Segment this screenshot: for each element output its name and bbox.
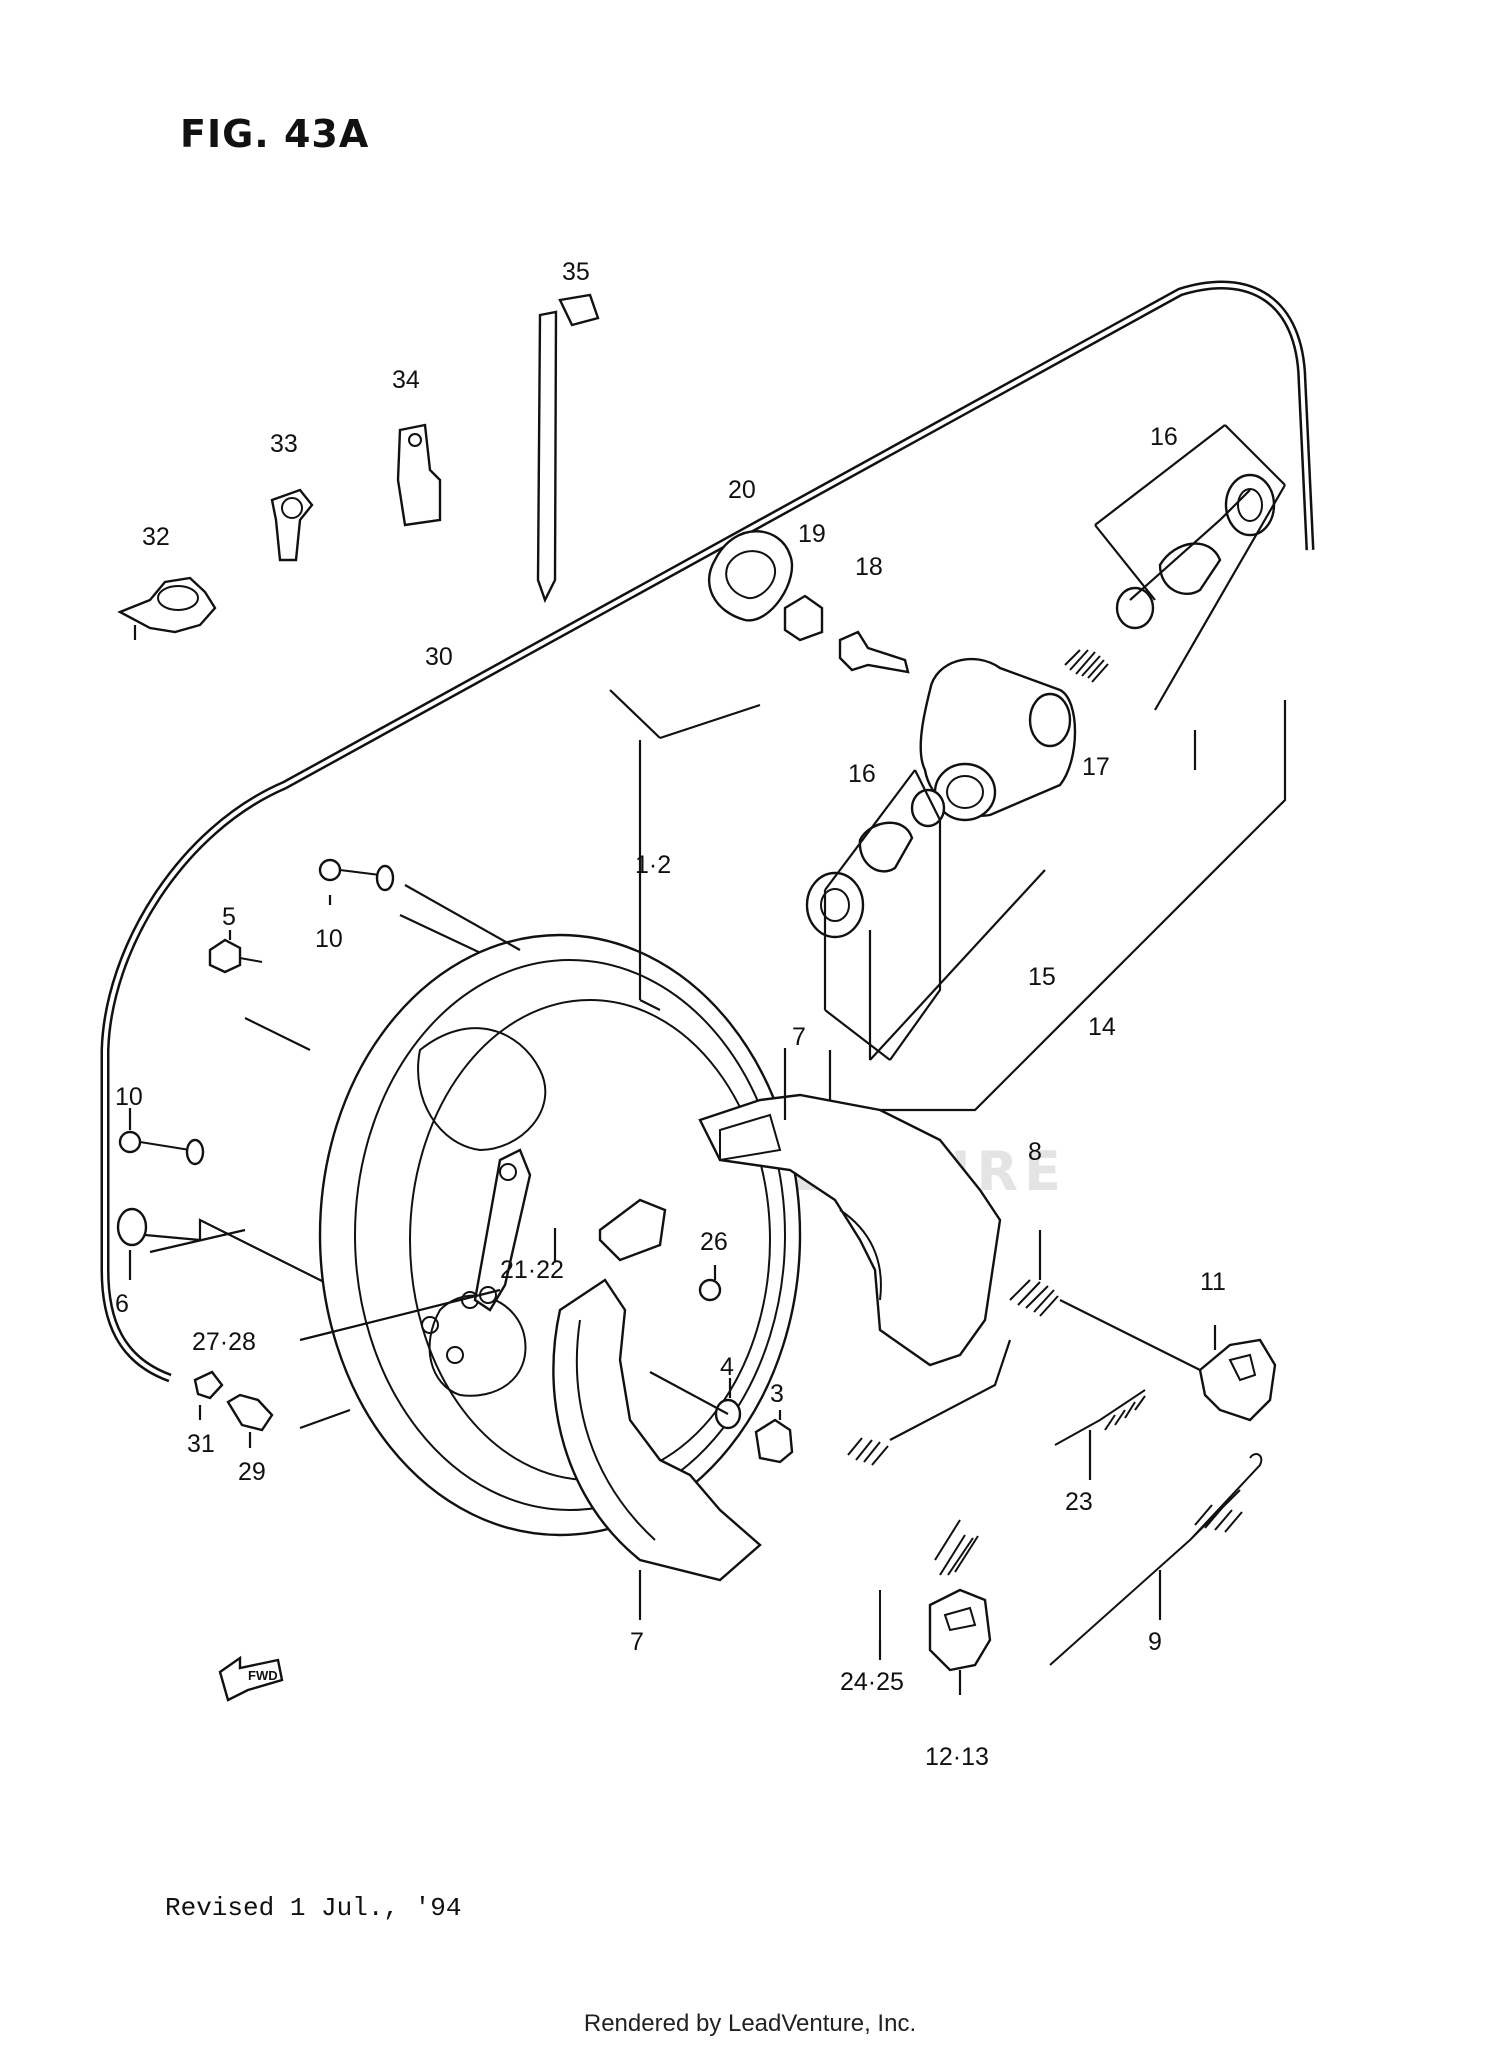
bolt-5[interactable] bbox=[208, 938, 263, 974]
bleeder-cap-20[interactable] bbox=[707, 530, 793, 622]
bolt-10-upper[interactable] bbox=[318, 858, 395, 892]
callout-6: 6 bbox=[115, 1290, 129, 1318]
return-spring-lower[interactable] bbox=[847, 1437, 889, 1466]
brake-shoe-7-upper[interactable] bbox=[698, 1093, 1002, 1367]
fwd-label: FWD bbox=[248, 1668, 278, 1683]
bolt-10-lower[interactable] bbox=[118, 1130, 205, 1166]
callout-12-13: 12·13 bbox=[925, 1743, 989, 1771]
callout-19: 19 bbox=[798, 520, 826, 548]
callout-30: 30 bbox=[425, 643, 453, 671]
pin-26[interactable] bbox=[698, 1278, 722, 1302]
callout-1-2: 1·2 bbox=[635, 851, 671, 879]
callout-10-upper: 10 bbox=[315, 925, 343, 953]
footer-credit: Rendered by LeadVenture, Inc. bbox=[583, 2010, 917, 2037]
callout-34: 34 bbox=[392, 366, 420, 394]
callout-16-left: 16 bbox=[848, 760, 876, 788]
wheel-cylinder-body[interactable] bbox=[919, 657, 1077, 822]
callout-4: 4 bbox=[720, 1353, 734, 1381]
parking-lever-21-22[interactable] bbox=[473, 1148, 532, 1312]
backing-plate-1-2[interactable] bbox=[318, 933, 802, 1537]
callout-31: 31 bbox=[187, 1430, 215, 1458]
callout-33: 33 bbox=[270, 430, 298, 458]
connector-29[interactable] bbox=[226, 1393, 274, 1432]
callout-32: 32 bbox=[142, 523, 170, 551]
spring-17[interactable] bbox=[1064, 649, 1109, 683]
spring-24-25[interactable] bbox=[879, 1519, 979, 1640]
bleeder-cap-19[interactable] bbox=[783, 594, 824, 642]
callout-15: 15 bbox=[1028, 963, 1056, 991]
callout-21-22: 21·22 bbox=[500, 1256, 564, 1284]
brake-shoe-7-lower[interactable] bbox=[552, 1198, 762, 1582]
cup-piston-set-16-left[interactable] bbox=[805, 788, 946, 939]
callout-5: 5 bbox=[222, 903, 236, 931]
forward-arrow-icon: FWD bbox=[218, 1655, 284, 1702]
callout-18: 18 bbox=[855, 553, 883, 581]
bleeder-screw-18[interactable] bbox=[838, 630, 910, 674]
callout-8: 8 bbox=[1028, 1138, 1042, 1166]
callout-3: 3 bbox=[770, 1380, 784, 1408]
grommet-6[interactable] bbox=[116, 1207, 148, 1247]
shoe-hold-clip-11[interactable] bbox=[1198, 1338, 1277, 1422]
pipe-clamp-34[interactable] bbox=[396, 423, 442, 527]
spring-9[interactable] bbox=[1049, 1453, 1263, 1666]
revision-note: Revised 1 Jul., '94 bbox=[165, 1893, 462, 1923]
callout-10-lower: 10 bbox=[115, 1083, 143, 1111]
callout-23: 23 bbox=[1065, 1488, 1093, 1516]
callout-29: 29 bbox=[238, 1458, 266, 1486]
shoe-hold-clip-12-13[interactable] bbox=[928, 1588, 992, 1672]
callout-14: 14 bbox=[1088, 1013, 1116, 1041]
callout-9: 9 bbox=[1148, 1628, 1162, 1656]
cable-tie-35[interactable] bbox=[536, 293, 600, 604]
callout-24-25: 24·25 bbox=[840, 1668, 904, 1696]
bolt-3[interactable] bbox=[754, 1418, 794, 1464]
callout-16-right: 16 bbox=[1150, 423, 1178, 451]
callout-26: 26 bbox=[700, 1228, 728, 1256]
callout-7-lower: 7 bbox=[630, 1628, 644, 1656]
callout-27-28: 27·28 bbox=[192, 1328, 256, 1356]
pipe-clip-32[interactable] bbox=[117, 576, 217, 640]
return-spring-8[interactable] bbox=[1009, 1279, 1059, 1317]
figure-title: FIG. 43A bbox=[180, 112, 370, 156]
callout-11: 11 bbox=[1200, 1268, 1226, 1296]
spring-23[interactable] bbox=[1054, 1389, 1146, 1446]
clip-31[interactable] bbox=[193, 1370, 224, 1400]
callout-7-upper: 7 bbox=[792, 1023, 806, 1051]
callout-35: 35 bbox=[562, 258, 590, 286]
pipe-clip-33[interactable] bbox=[270, 488, 314, 562]
callout-20: 20 bbox=[728, 476, 756, 504]
cup-piston-set-16-right[interactable] bbox=[1115, 473, 1276, 630]
callout-17: 17 bbox=[1082, 753, 1110, 781]
